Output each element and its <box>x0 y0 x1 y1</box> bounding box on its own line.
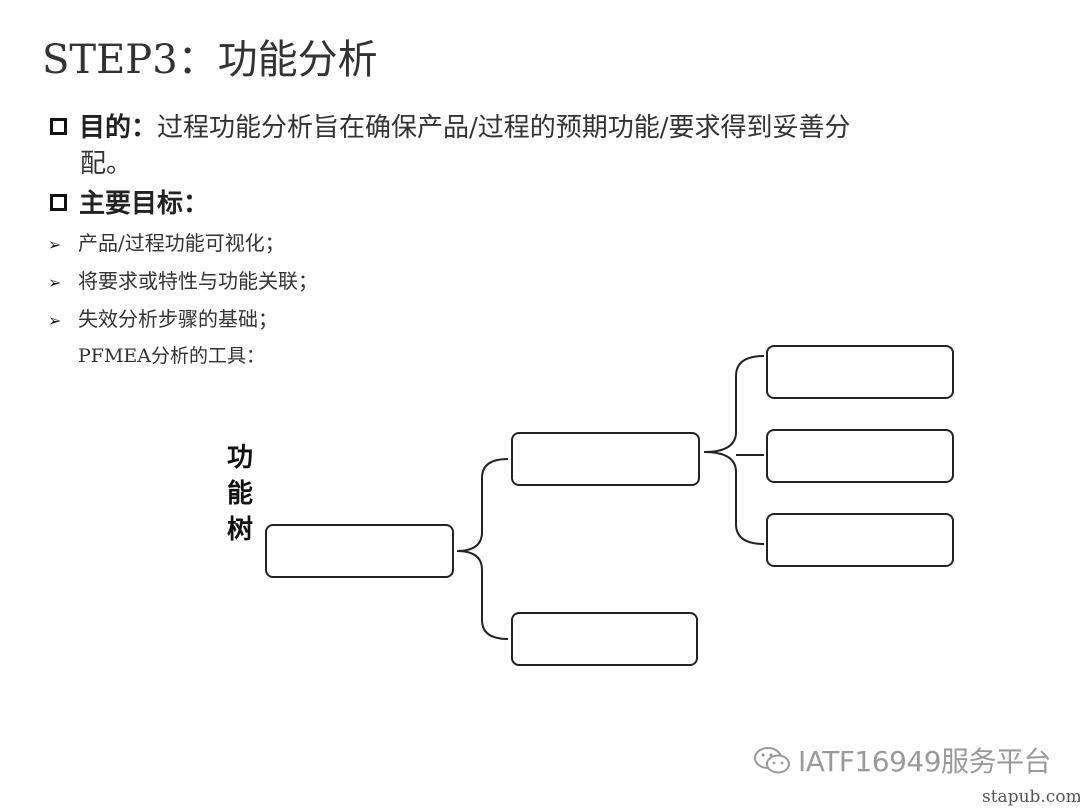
main-goals-label: 主要目标： <box>79 189 210 219</box>
arrow-bullet-icon: ➢ <box>48 273 62 292</box>
tree-node-level2-bottom <box>511 612 698 666</box>
goal-item-text: 产品/过程功能可视化； <box>78 231 285 255</box>
goal-item-text: 将要求或特性与功能关联； <box>78 269 318 293</box>
goal-item-3: ➢ 失效分析步骤的基础； <box>48 305 278 335</box>
purpose-label: 目的： <box>79 113 158 143</box>
arrow-bullet-icon: ➢ <box>48 311 62 330</box>
main-goals-heading: 主要目标： <box>50 186 209 222</box>
function-tree-label: 功能树 <box>226 443 253 545</box>
goal-item-1: ➢ 产品/过程功能可视化； <box>48 229 285 259</box>
tree-brace-root <box>456 458 509 640</box>
tree-node-level3-3 <box>766 513 954 567</box>
purpose-line-2: 配。 <box>80 149 133 179</box>
site-url: stapub.com <box>982 787 1080 807</box>
goal-item-text: 失效分析步骤的基础； <box>78 307 278 331</box>
arrow-bullet-icon: ➢ <box>48 235 62 254</box>
watermark-text: IATF16949服务平台 <box>798 745 1052 778</box>
tree-brace-level2 <box>703 355 765 545</box>
tree-node-level3-1 <box>766 345 954 399</box>
page-title: STEP3：功能分析 <box>42 37 378 83</box>
tree-node-level2-top <box>511 432 700 486</box>
goal-item-2: ➢ 将要求或特性与功能关联； <box>48 267 318 297</box>
checkbox-square-icon <box>50 117 67 135</box>
purpose-line-1: 目的：过程功能分析旨在确保产品/过程的预期功能/要求得到妥善分 <box>50 110 851 146</box>
watermark: IATF16949服务平台 <box>752 740 1052 782</box>
wechat-icon <box>752 745 792 782</box>
checkbox-square-icon <box>50 193 67 211</box>
tree-node-level3-2 <box>766 429 954 483</box>
pfmea-tool-line: PFMEA分析的工具： <box>78 345 266 367</box>
tree-node-root <box>265 524 454 578</box>
purpose-text: 过程功能分析旨在确保产品/过程的预期功能/要求得到妥善分 <box>157 113 851 143</box>
